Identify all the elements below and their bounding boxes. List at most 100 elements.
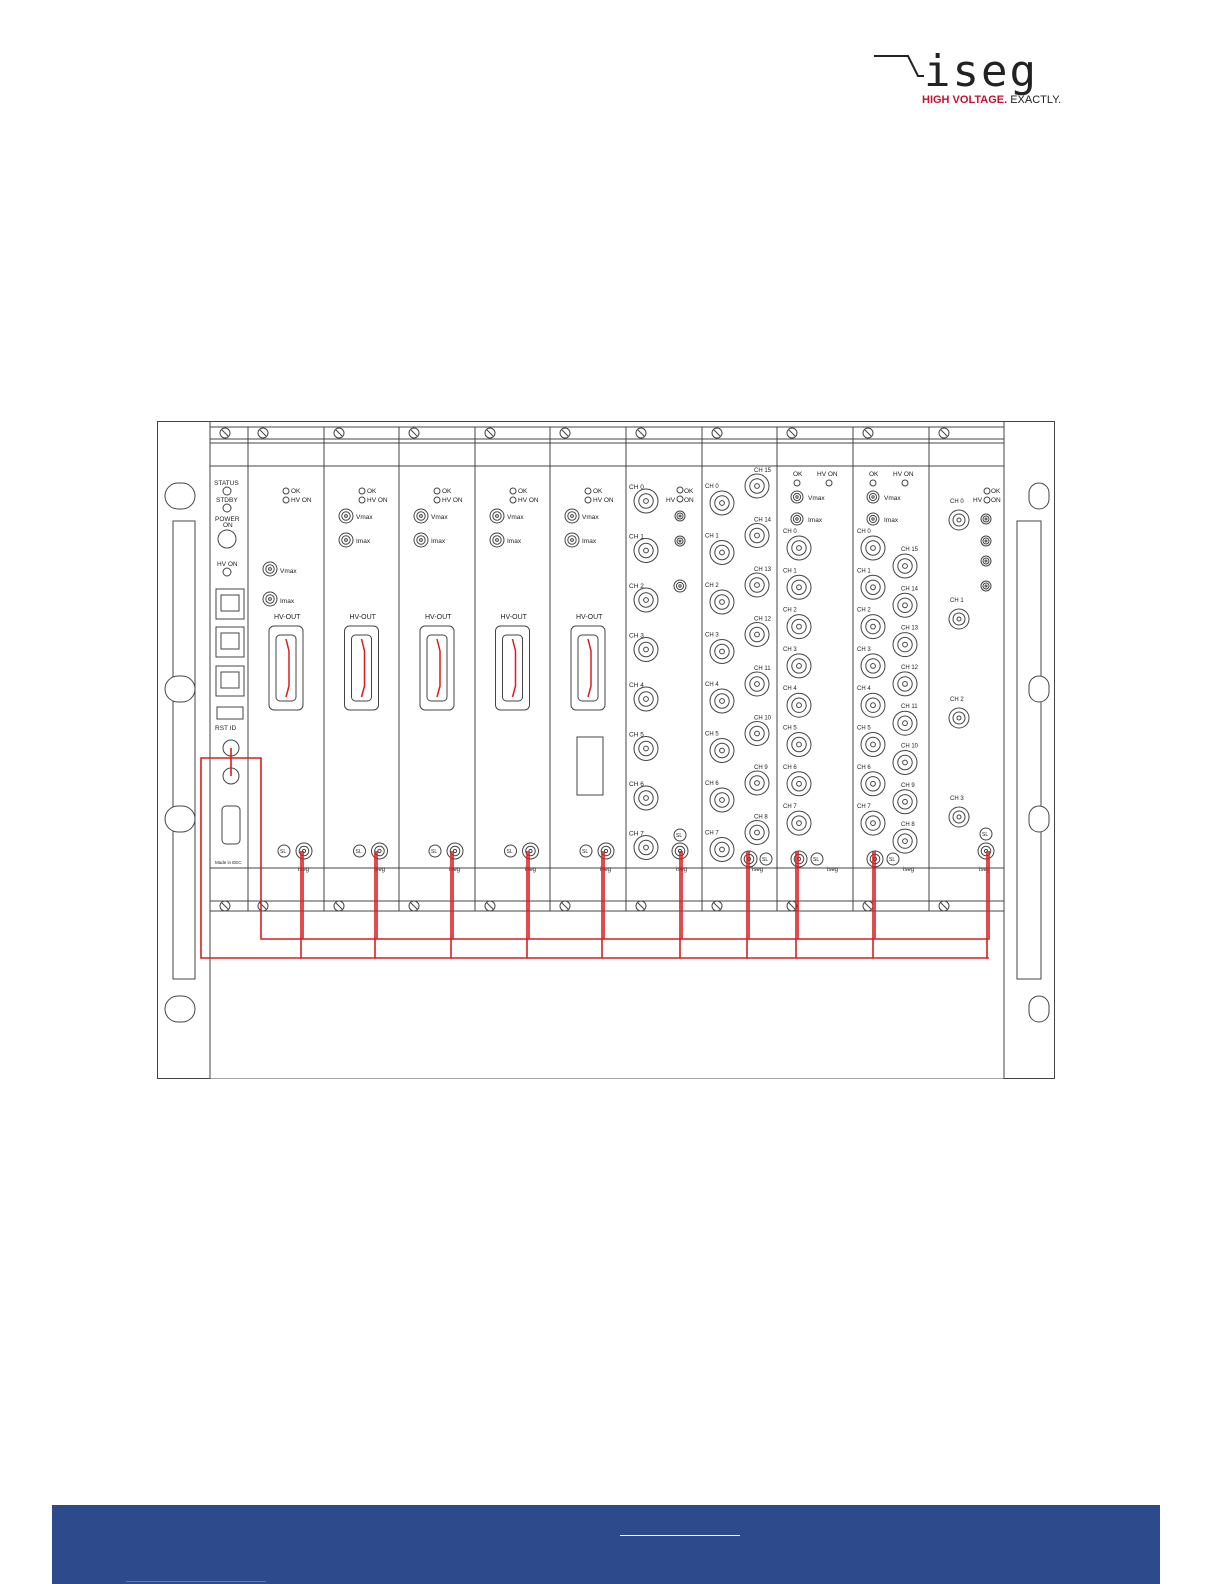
channel-label: CH 2 [950, 697, 964, 703]
channel-label: CH 3 [783, 647, 797, 653]
ok-label: OK [684, 488, 694, 495]
logo-word: iseg [924, 46, 1038, 97]
channel-label: CH 9 [754, 765, 768, 771]
sl-badge [759, 852, 773, 866]
channel-label: CH 1 [950, 598, 964, 604]
vmax-label: Vmax [884, 495, 901, 502]
sl-label: SL [889, 857, 895, 863]
channel-label: CH 5 [783, 726, 797, 732]
channel-label: CH 3 [950, 796, 964, 802]
channel-label: CH 6 [783, 765, 797, 771]
imax-label: Imax [808, 517, 823, 524]
hv-out-label: HV-OUT [576, 614, 603, 621]
channel-label: CH 4 [705, 682, 719, 688]
channel-label: CH 0 [857, 529, 871, 535]
sl-badge [810, 852, 824, 866]
sl-label: SL [982, 832, 988, 838]
ok-label: OK [593, 488, 603, 495]
channel-label: CH 13 [754, 567, 772, 573]
hv-on-led [509, 496, 517, 504]
iseg-logo: iseg HIGH VOLTAGE. EXACTLY. [872, 46, 1061, 112]
controller-module: STATUS STDBY POWER ON HV ON RST ID Made … [214, 480, 245, 865]
ok-led [584, 487, 592, 495]
pin-table [576, 736, 604, 796]
sl-label: SL [582, 849, 588, 855]
ok-led [358, 487, 366, 495]
hv-out-label: HV-OUT [350, 614, 377, 621]
channel-label: CH 3 [857, 647, 871, 653]
rack-ear-left [164, 482, 196, 1023]
status-label: STATUS [214, 480, 239, 487]
channel-label: CH 10 [754, 716, 772, 722]
channel-label: CH 9 [901, 783, 915, 789]
ok-label: OK [518, 488, 528, 495]
module-brand: iseg [525, 867, 536, 873]
hv-out-label: HV-OUT [425, 614, 452, 621]
hv-on-led [358, 496, 366, 504]
hv-on-label: HV ON [442, 497, 463, 504]
imax-label: Imax [431, 538, 446, 545]
channel-label: CH 7 [705, 831, 719, 837]
sl-label: SL [280, 849, 286, 855]
module-brand: iseg [979, 867, 990, 873]
ok-led [793, 479, 801, 487]
sl-badge [579, 844, 593, 858]
ok-label: OK [869, 471, 879, 478]
channel-label: CH 0 [783, 529, 797, 535]
sl-label: SL [676, 833, 682, 839]
ok-label: OK [793, 471, 803, 478]
hv-on-led [676, 495, 684, 503]
module-brand: iseg [827, 867, 838, 873]
channel-label: CH 6 [857, 765, 871, 771]
channel-label: CH 14 [901, 586, 919, 592]
channel-label: CH 0 [705, 484, 719, 490]
sl-pin-wire [285, 638, 290, 698]
imax-label: Imax [582, 538, 597, 545]
sl-badge [428, 844, 442, 858]
hv-on-led [433, 496, 441, 504]
hv-on-led [282, 496, 290, 504]
footer-link-underline-2 [126, 1581, 266, 1582]
channel-label: CH 15 [754, 468, 772, 474]
sl-badge [277, 844, 291, 858]
channel-label: CH 1 [857, 568, 871, 574]
channel-label: CH 12 [901, 665, 919, 671]
sl-bus-wiring [200, 748, 990, 959]
sl-badge [886, 852, 900, 866]
sl-badge [673, 828, 687, 842]
hv-label: HV [666, 497, 676, 504]
channel-label: CH 7 [629, 831, 644, 838]
vmax-label: Vmax [356, 514, 373, 521]
channel-label: CH 15 [901, 547, 919, 553]
channel-label: CH 3 [629, 633, 644, 640]
sl-label: SL [431, 849, 437, 855]
vmax-label: Vmax [507, 514, 524, 521]
channel-label: CH 6 [705, 781, 719, 787]
channel-label: CH 4 [629, 682, 644, 689]
vmax-label: Vmax [280, 568, 297, 575]
stdby-led [222, 503, 232, 513]
module-brand: iseg [449, 867, 460, 873]
hv-out-label: HV-OUT [501, 614, 528, 621]
channel-label: CH 2 [705, 583, 719, 589]
ok-label: OK [991, 488, 1001, 495]
channel-label: CH 2 [857, 608, 871, 614]
channel-label: CH 8 [754, 815, 768, 821]
power-switch [217, 529, 237, 549]
hv-on-label: HV ON [893, 471, 914, 478]
sl-label: SL [762, 857, 768, 863]
ok-label: OK [291, 488, 301, 495]
module-brand: iseg [374, 867, 385, 873]
module-brand: iseg [752, 867, 763, 873]
on-label: ON [991, 497, 1001, 504]
ok-led [983, 487, 991, 495]
usb-port [216, 706, 244, 720]
footer-link-underline [620, 1535, 740, 1536]
vmax-label: Vmax [431, 514, 448, 521]
sl-label: SL [356, 849, 362, 855]
channel-label: CH 12 [754, 617, 772, 623]
channel-label: CH 3 [705, 633, 719, 639]
hv-out-label: HV-OUT [274, 614, 301, 621]
sl-label: SL [813, 857, 819, 863]
